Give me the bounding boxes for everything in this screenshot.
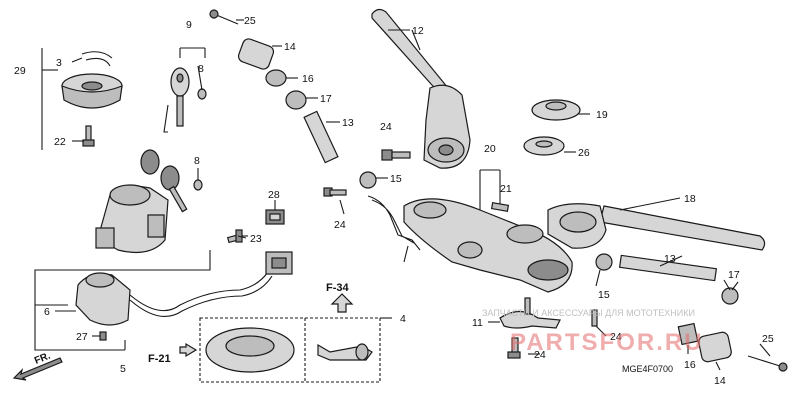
screw-part-22 bbox=[82, 125, 95, 147]
callout-26: 26 bbox=[578, 147, 590, 159]
leader-lines bbox=[55, 19, 771, 371]
key-set-part bbox=[140, 149, 203, 213]
callout-24-d: 24 bbox=[534, 349, 546, 361]
callout-16: 16 bbox=[302, 73, 314, 85]
box-4 bbox=[199, 317, 392, 383]
callout-14-b: 14 bbox=[714, 375, 726, 387]
callout-21: 21 bbox=[500, 183, 512, 195]
weights-bottom-right bbox=[677, 322, 788, 372]
screw-part-27 bbox=[99, 331, 107, 341]
callout-22: 22 bbox=[54, 136, 66, 148]
callout-13-b: 13 bbox=[664, 253, 676, 265]
callout-25-b: 25 bbox=[762, 333, 774, 345]
watermark-line-2: PARTSFOR.RU bbox=[510, 329, 704, 356]
callout-17: 17 bbox=[320, 93, 332, 105]
key-part bbox=[163, 67, 207, 133]
right-bar-part-13 bbox=[595, 253, 739, 305]
callout-19: 19 bbox=[596, 109, 608, 121]
callout-13: 13 bbox=[342, 117, 354, 129]
f34-arrow bbox=[330, 293, 354, 313]
top-bridge-part bbox=[403, 198, 573, 293]
callout-4: 4 bbox=[400, 313, 406, 325]
left-handlebar-part bbox=[371, 8, 471, 169]
screws-24 bbox=[323, 149, 411, 197]
callout-23: 23 bbox=[250, 233, 262, 245]
callout-16-b: 16 bbox=[684, 359, 696, 371]
callout-labels: 25 9 3 29 8 22 8 14 16 17 13 24 15 12 19… bbox=[14, 15, 774, 387]
callout-14: 14 bbox=[284, 41, 296, 53]
screws-bottom bbox=[507, 297, 598, 359]
callout-17-b: 17 bbox=[728, 269, 740, 281]
f21-arrow bbox=[179, 342, 198, 358]
callout-8b: 8 bbox=[194, 155, 200, 167]
callout-25: 25 bbox=[244, 15, 256, 27]
nut-19-26 bbox=[523, 99, 581, 156]
callout-20: 20 bbox=[484, 143, 496, 155]
callout-18: 18 bbox=[684, 193, 696, 205]
ref-f34: F-34 bbox=[326, 282, 350, 294]
watermark-line-1: ЗАПЧАСТИ И АКСЕССУАРЫ ДЛЯ МОТОТЕХНИКИ bbox=[482, 308, 695, 318]
callout-3: 3 bbox=[56, 57, 62, 69]
callout-24-c: 24 bbox=[610, 331, 622, 343]
callout-24-a: 24 bbox=[380, 121, 392, 133]
callout-15: 15 bbox=[390, 173, 402, 185]
callout-8: 8 bbox=[198, 63, 204, 75]
callout-15-b: 15 bbox=[598, 289, 610, 301]
clip-part bbox=[81, 51, 113, 67]
callout-9: 9 bbox=[186, 19, 192, 31]
fr-direction-arrow bbox=[12, 357, 63, 381]
callout-12: 12 bbox=[412, 25, 424, 37]
callout-5: 5 bbox=[120, 363, 126, 375]
callout-11: 11 bbox=[472, 317, 483, 329]
diagram-code: MGE4F0700 bbox=[622, 364, 673, 374]
clamp-part-10 bbox=[367, 195, 421, 251]
callout-6: 6 bbox=[44, 306, 50, 318]
screw-part-23 bbox=[226, 229, 248, 244]
ignition-switch-part bbox=[95, 184, 169, 253]
ref-f21: F-21 bbox=[148, 353, 171, 365]
callout-24-b: 24 bbox=[334, 219, 346, 231]
connector-part-28 bbox=[265, 209, 285, 225]
callout-28: 28 bbox=[268, 189, 280, 201]
right-handlebar-part bbox=[547, 203, 766, 251]
group-brackets bbox=[34, 47, 211, 351]
bracket-part-11 bbox=[499, 310, 561, 329]
ignition-cover-part bbox=[61, 73, 123, 109]
callout-29: 29 bbox=[14, 65, 26, 77]
stem-assembly bbox=[209, 9, 377, 189]
switch-harness-part bbox=[75, 251, 293, 326]
callout-27: 27 bbox=[76, 331, 88, 343]
